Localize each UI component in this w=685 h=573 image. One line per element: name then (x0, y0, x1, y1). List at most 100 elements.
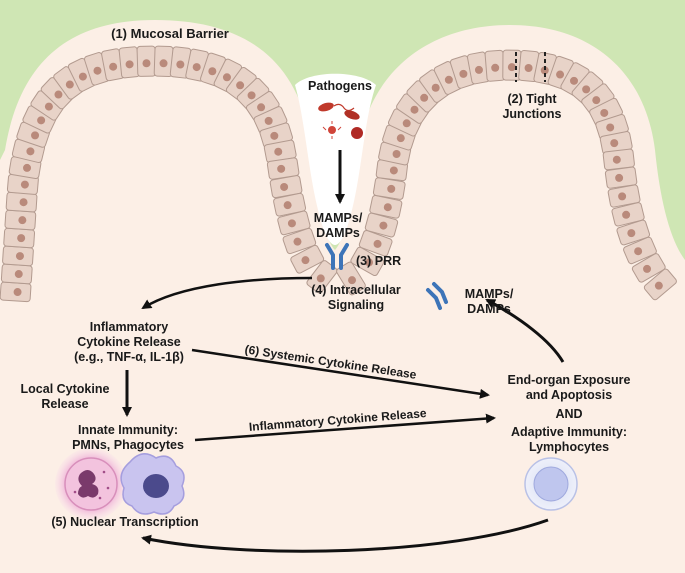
cell-nucleus (373, 239, 382, 248)
cell-nucleus (176, 60, 185, 69)
cell-nucleus (222, 73, 231, 82)
cell-nucleus (236, 81, 245, 90)
cell-nucleus (280, 182, 289, 191)
cell-nucleus (287, 219, 296, 228)
cell-nucleus (606, 123, 615, 132)
cell-nucleus (622, 210, 631, 219)
pathogens-label: Pathogens (308, 79, 372, 93)
cell-nucleus (142, 59, 151, 68)
cell-nucleus (78, 72, 87, 81)
innate-immunity-label: Innate Immunity: (78, 423, 178, 437)
cell-nucleus (264, 116, 273, 125)
cell-nucleus (159, 59, 168, 68)
cell-nucleus (277, 164, 286, 173)
cell-nucleus (618, 192, 627, 201)
cell-nucleus (283, 201, 292, 210)
cell-nucleus (301, 256, 310, 265)
inflammatory-release-arrow (194, 413, 496, 442)
local-cytokine-label: Release (41, 397, 88, 411)
phagocyte-cell-icon (120, 453, 185, 515)
cell-nucleus (383, 203, 392, 212)
cell-nucleus (420, 93, 429, 102)
mamps-label: MAMPs/ (314, 211, 363, 225)
cell-nucleus (524, 64, 533, 73)
pathogens-icon (318, 102, 363, 139)
cell-nucleus (402, 119, 411, 128)
cell-nucleus (540, 66, 549, 75)
end-organ-label: and Apoptosis (526, 388, 612, 402)
pmn-cell-icon (55, 448, 127, 520)
cell-nucleus (125, 60, 134, 69)
cell-nucleus (293, 237, 302, 246)
signaling-arrow (141, 276, 313, 310)
transcription-arrow (141, 518, 549, 553)
inflammatory-cytokine-label: Cytokine Release (77, 335, 181, 349)
cell-nucleus (13, 288, 22, 297)
cell-nucleus (247, 91, 256, 100)
cell-nucleus (14, 270, 23, 279)
cell-nucleus (17, 234, 26, 243)
cell-nucleus (19, 198, 28, 207)
cell-nucleus (23, 163, 32, 172)
intracellular-signaling-label: (4) Intracellular (311, 283, 401, 297)
cell-nucleus (491, 63, 500, 72)
cell-nucleus (37, 116, 46, 125)
apoptosis-arrow (485, 298, 565, 363)
mucosal-barrier-label: (1) Mucosal Barrier (111, 26, 229, 41)
cell-nucleus (208, 67, 217, 76)
cell-nucleus (410, 105, 419, 114)
cell-nucleus (431, 83, 440, 92)
cell-nucleus (31, 131, 40, 140)
cell-nucleus (392, 149, 401, 158)
cell-nucleus (459, 69, 468, 78)
cell-nucleus (44, 102, 53, 111)
cell-nucleus (15, 252, 24, 261)
cell-nucleus (387, 184, 396, 193)
systemic-release-arrow (191, 348, 490, 399)
cell-nucleus (18, 216, 27, 225)
cell-nucleus (54, 90, 63, 99)
cell-nucleus (316, 274, 325, 283)
mamps-receptor-icon (426, 282, 448, 310)
cell-nucleus (634, 247, 643, 256)
cell-nucleus (643, 264, 652, 273)
cell-nucleus (274, 147, 283, 156)
cell-nucleus (396, 134, 405, 143)
adaptive-immunity-label: Adaptive Immunity: (511, 425, 627, 439)
cell-nucleus (379, 221, 388, 230)
adaptive-immunity-label: Lymphocytes (529, 440, 609, 454)
mamps-right-label: DAMPs (467, 302, 511, 316)
cell-nucleus (444, 75, 453, 84)
cell-nucleus (20, 180, 29, 189)
cell-nucleus (610, 139, 619, 148)
end-organ-label: End-organ Exposure (508, 373, 631, 387)
cell-nucleus (109, 62, 118, 71)
and-label: AND (555, 407, 582, 421)
lymphocyte-cell-icon (524, 457, 578, 511)
inflammatory-cytokine-label: (e.g., TNF-α, IL-1β) (74, 350, 184, 364)
cell-nucleus (65, 80, 74, 89)
intracellular-signaling-label: Signaling (328, 298, 384, 312)
cell-nucleus (26, 147, 35, 156)
cell-nucleus (365, 258, 374, 267)
cell-nucleus (507, 63, 516, 72)
cell-nucleus (270, 131, 279, 140)
prr-label: (3) PRR (356, 254, 401, 268)
cell-nucleus (389, 166, 398, 175)
mamps-right-label: MAMPs/ (465, 287, 514, 301)
cell-nucleus (627, 229, 636, 238)
local-cytokine-label: Local Cytokine (21, 382, 110, 396)
prr-receptor-icon (325, 243, 349, 270)
cell-nucleus (474, 65, 483, 74)
cell-nucleus (592, 96, 601, 105)
cell-nucleus (257, 103, 266, 112)
mamps-label: DAMPs (316, 226, 360, 240)
cell-nucleus (556, 70, 565, 79)
nuclear-transcription-label: (5) Nuclear Transcription (51, 515, 198, 529)
cell-nucleus (570, 76, 579, 85)
cell-nucleus (600, 108, 609, 117)
tight-junctions-label: Junctions (502, 107, 561, 121)
cell-nucleus (582, 85, 591, 94)
innate-immunity-label: PMNs, Phagocytes (72, 438, 184, 452)
